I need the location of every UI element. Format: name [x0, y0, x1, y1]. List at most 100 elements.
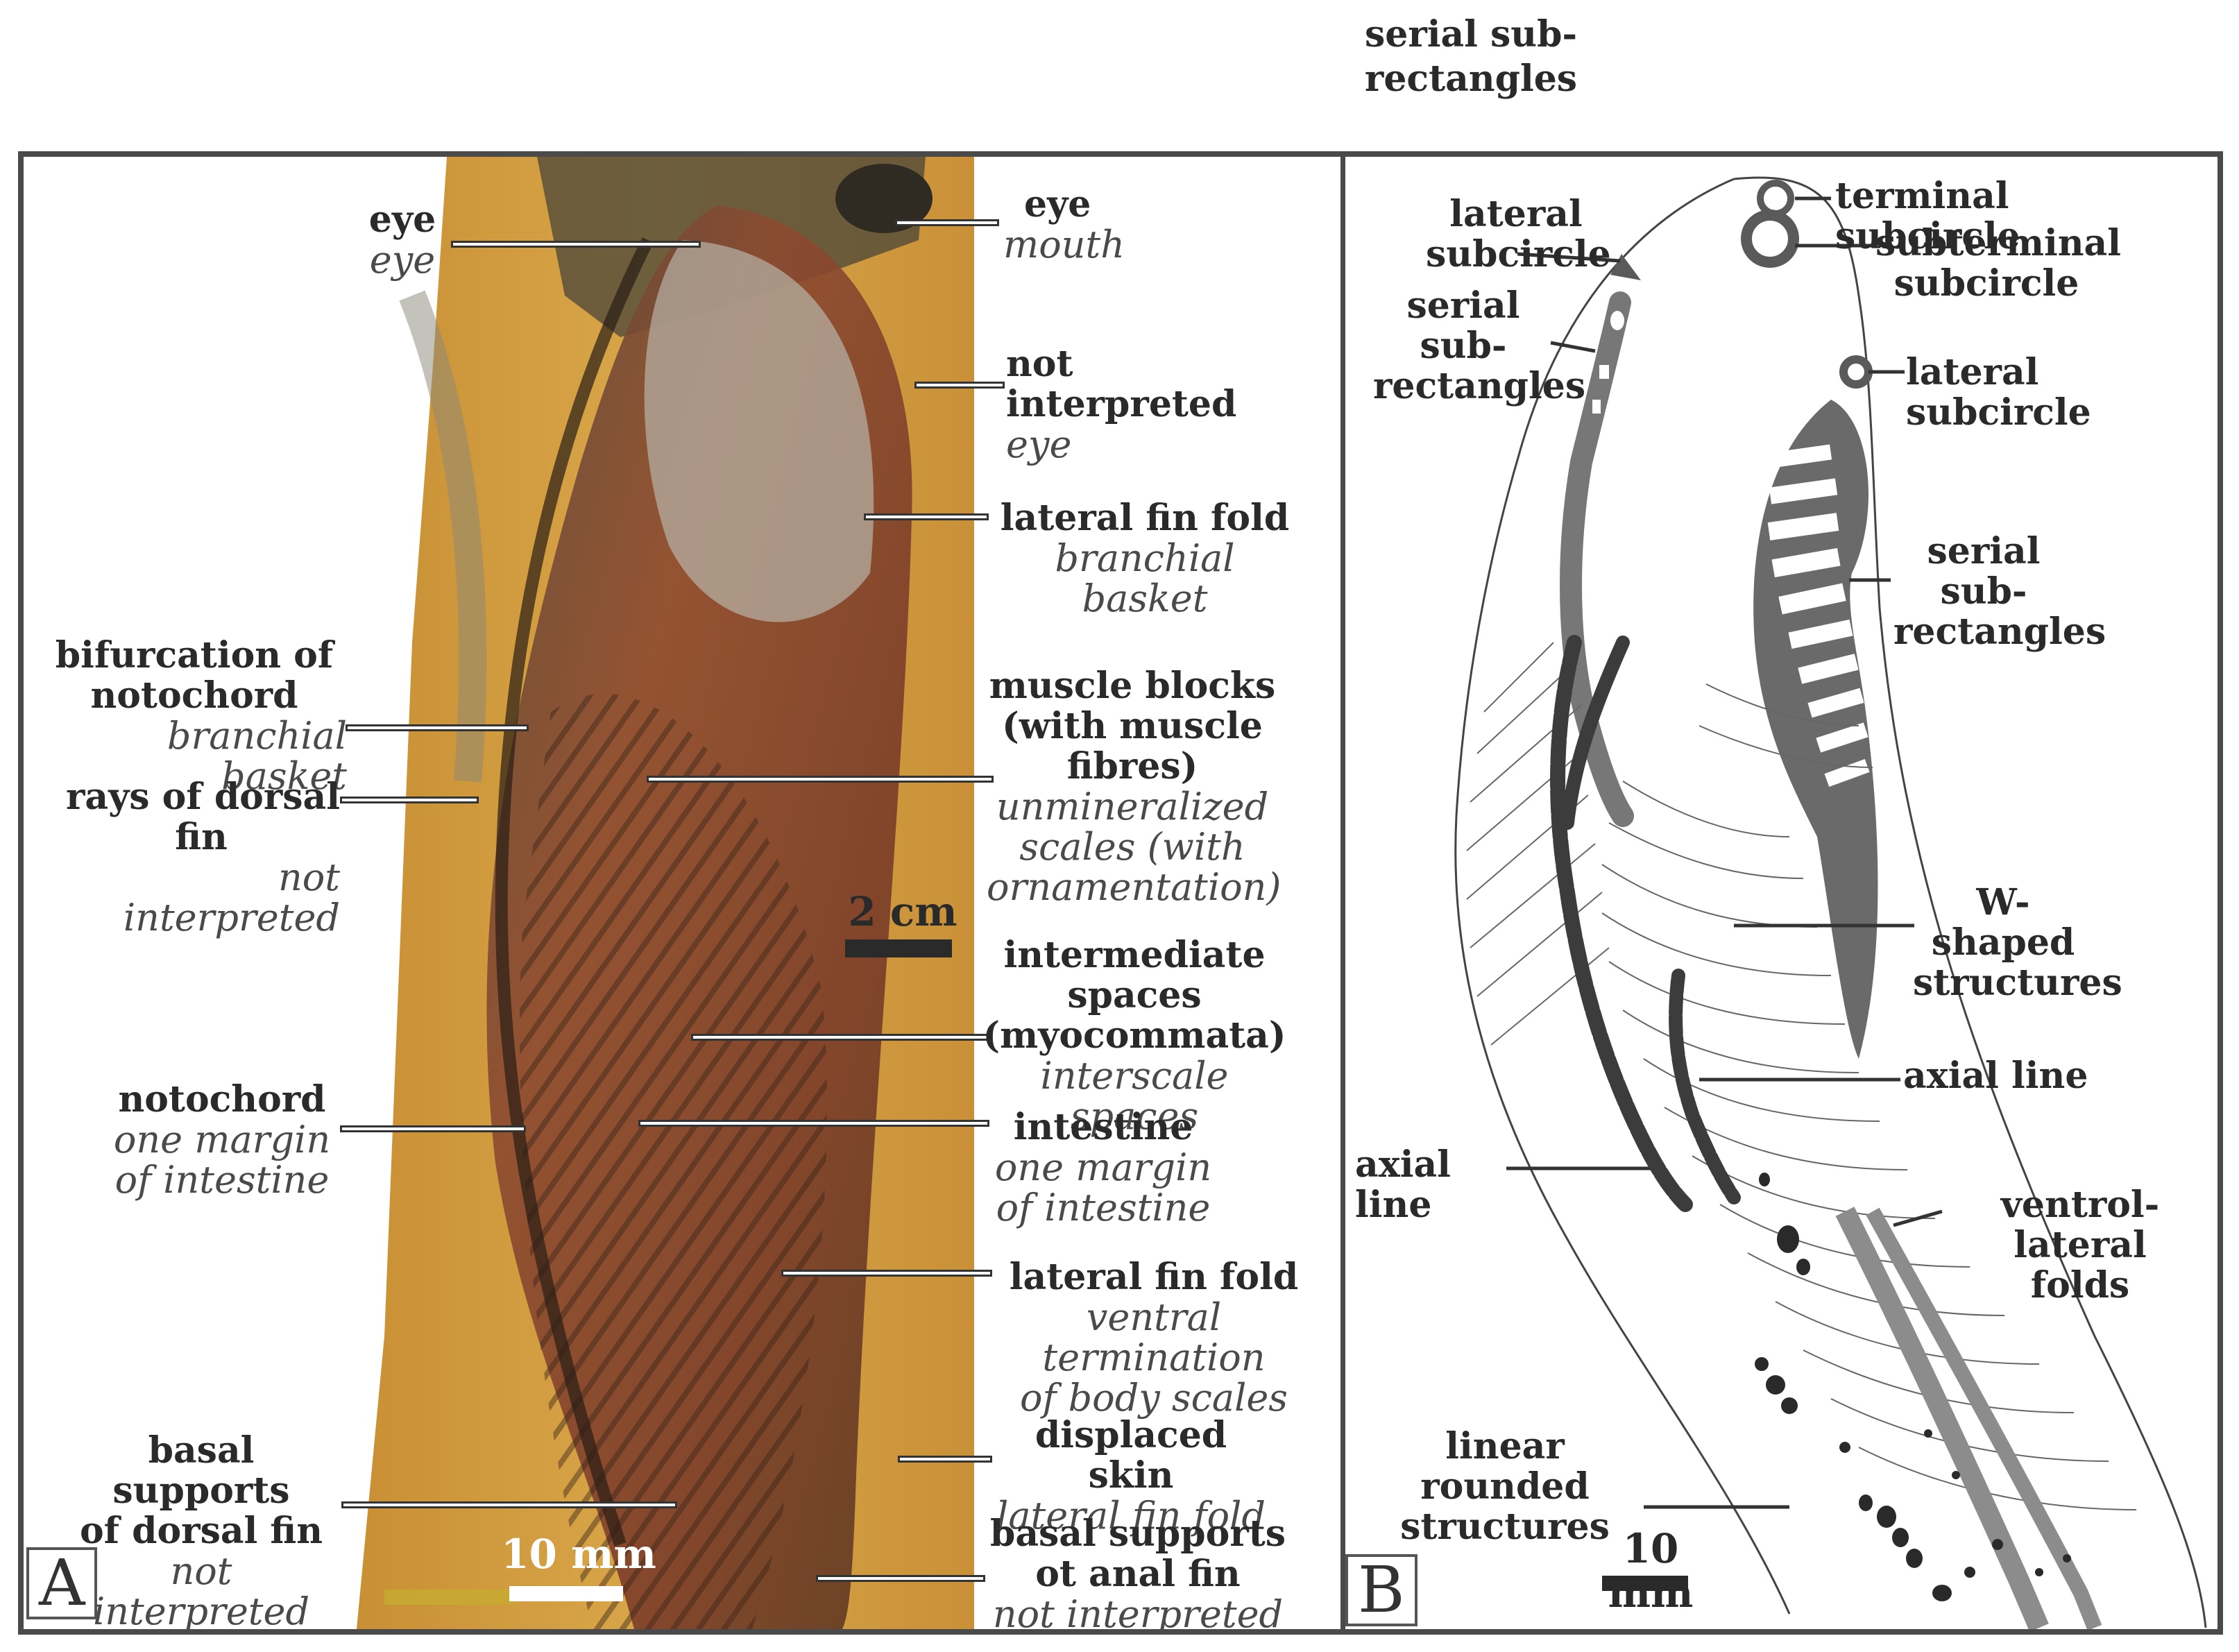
- label-lateral-fin-fold-bottom-italic-1: ventral termination: [1042, 1295, 1266, 1379]
- scale-bar-10mm-label: 10 mm: [501, 1531, 656, 1578]
- label-bifurcation: bifurcation of notochord branchial baske…: [42, 636, 347, 797]
- leader-eye-right: [895, 219, 999, 226]
- label-intestine-bold: intestine: [1013, 1106, 1193, 1148]
- label-displaced-skin-bold: displaced skin: [1035, 1414, 1227, 1497]
- label-linear-rounded-1: linear rounded: [1420, 1425, 1590, 1508]
- label-rays-dorsal-fin-bold-1: rays of dorsal: [65, 776, 340, 818]
- label-lateral-left-2: subcircle: [1426, 233, 1611, 275]
- panel-letter-a: A: [26, 1547, 98, 1619]
- label-basal-anal-bold-1: basal supports: [989, 1513, 1286, 1555]
- label-lateral-fin-fold-bottom-bold: lateral fin fold: [1009, 1256, 1299, 1298]
- panel-divider: [1340, 151, 1345, 1635]
- leader-intestine: [638, 1120, 989, 1127]
- lateral-subcircle-left: [1610, 254, 1641, 280]
- figure-frame: [18, 151, 2223, 1635]
- label-lateral-fin-fold-top-italic-1: branchial: [1055, 536, 1235, 580]
- label-eye-left: eye eye: [354, 200, 451, 280]
- label-bifurcation-bold-2: notochord: [90, 674, 298, 717]
- label-not-interpreted-italic: eye: [1006, 423, 1072, 466]
- label-eye-right-bold: eye: [1024, 183, 1091, 225]
- label-bifurcation-bold-1: bifurcation of: [55, 634, 334, 676]
- serial-subrect-left-hole-3: [1592, 400, 1601, 414]
- top-caption-line-1: serial sub-: [1364, 13, 1578, 56]
- label-muscle-blocks-bold-3: fibres): [1066, 745, 1198, 787]
- label-not-interpreted-bold: not interpreted: [1006, 343, 1237, 425]
- label-not-interpreted: not interpreted eye: [1006, 344, 1284, 465]
- label-lateral-left-1: lateral: [1449, 193, 1583, 235]
- label-muscle-blocks-italic-3: ornamentation): [987, 865, 1282, 909]
- label-basal-dorsal-bold-2: of dorsal fin: [79, 1510, 323, 1552]
- label-muscle-blocks: muscle blocks (with muscle fibres) unmin…: [987, 665, 1282, 909]
- body-outline-ventral: [1733, 176, 2207, 1628]
- ventro-lateral-fold-2: [1866, 1207, 2102, 1629]
- label-w-shaped: W-shaped structures: [1913, 881, 2122, 1004]
- scale-bar-10mm: [509, 1586, 623, 1601]
- axial-line-right: [1669, 969, 1741, 1204]
- label-intermediate-bold-2: spaces: [1067, 974, 1202, 1016]
- leader-lateral-fin-fold-top: [864, 513, 989, 520]
- label-serial-left-2: rectangles: [1373, 365, 1586, 407]
- label-basal-dorsal-bold-1: basal supports: [112, 1429, 290, 1512]
- label-basal-dorsal: basal supports of dorsal fin not interpr…: [62, 1431, 340, 1632]
- panel-letter-b: B: [1345, 1554, 1418, 1626]
- label-eye-right: eye mouth: [1003, 185, 1211, 265]
- top-caption-line-2: rectangles: [1364, 58, 1578, 100]
- ventro-lateral-fold-1: [1835, 1207, 2049, 1629]
- label-axial-line-left: axial line: [1355, 1143, 1451, 1226]
- leader-notochord: [340, 1125, 526, 1132]
- leader-displaced-skin: [898, 1456, 992, 1463]
- panel-b: terminal subcircle subterminal subcircle…: [1345, 157, 2217, 1629]
- label-lateral-fin-fold-top-italic-2: basket: [1082, 577, 1208, 620]
- label-muscle-blocks-bold-2: (with muscle: [1002, 705, 1263, 747]
- label-intestine: intestine one margin of intestine: [985, 1107, 1221, 1228]
- label-basal-dorsal-italic: not interpreted: [92, 1549, 310, 1633]
- serial-subrect-left-hole-2: [1599, 365, 1609, 379]
- linear-rounded-structures: [1755, 1173, 2071, 1601]
- axial-branch: [1560, 636, 1630, 830]
- label-intermediate-italic: interscale spaces: [1040, 1054, 1229, 1138]
- label-lateral-fin-fold-bottom: lateral fin fold ventral termination of …: [984, 1257, 1324, 1418]
- lateral-subcircle-right: [1839, 355, 1873, 389]
- label-linear-rounded: linear rounded structures: [1373, 1427, 1637, 1547]
- leader-muscle-blocks: [647, 776, 994, 783]
- label-serial-left-1: serial sub-: [1406, 284, 1520, 367]
- leader-basal-anal: [816, 1575, 985, 1582]
- scale-bar-2cm-label: 2 cm: [848, 888, 957, 935]
- leader-not-interpreted: [914, 382, 1005, 389]
- label-axial-line-right: axial line: [1903, 1055, 2088, 1097]
- label-serial-subrect-right: serial sub- rectangles: [1893, 531, 2106, 652]
- serial-subrect-left-hole-1: [1610, 311, 1624, 330]
- label-lateral-fin-fold-bottom-italic-2: of body scales: [1019, 1376, 1288, 1420]
- label-eye-right-italic: mouth: [1003, 223, 1125, 266]
- fossil-photo: [357, 157, 974, 1629]
- panel-b-leaders: [1506, 196, 1943, 1509]
- label-ventro-lateral-2: folds: [2030, 1264, 2130, 1306]
- label-notochord-bold: notochord: [118, 1078, 326, 1121]
- label-displaced-skin-italic: lateral fin fold: [996, 1494, 1266, 1538]
- label-notochord-italic-2: of intestine: [114, 1158, 330, 1202]
- serial-subrect-right-holes: [1767, 444, 1870, 787]
- label-intermediate-bold-1: intermediate: [1003, 934, 1266, 976]
- subterminal-subcircle: [1741, 210, 1799, 268]
- label-muscle-blocks-italic-1: unmineralized: [996, 785, 1269, 828]
- label-rays-dorsal-fin-bold-2: fin: [175, 816, 228, 858]
- label-notochord: notochord one margin of intestine: [104, 1080, 340, 1200]
- interpretive-drawing: [1454, 176, 2207, 1629]
- terminal-subcircle: [1757, 180, 1794, 217]
- label-w-shaped-2: structures: [1913, 962, 2122, 1004]
- label-intestine-italic-2: of intestine: [996, 1186, 1211, 1229]
- label-ventro-lateral: ventrol-lateral folds: [1946, 1185, 2214, 1306]
- label-subterminal-2: subcircle: [1893, 262, 2079, 305]
- label-rays-dorsal-fin-italic: not interpreted: [123, 855, 340, 939]
- axial-line-left: [1550, 635, 1693, 1212]
- label-w-shaped-1: W-shaped: [1931, 881, 2075, 964]
- label-muscle-blocks-italic-2: scales (with: [1019, 825, 1245, 869]
- label-muscle-blocks-bold-1: muscle blocks: [989, 665, 1276, 707]
- scale-bar-2cm: [845, 939, 952, 957]
- label-intestine-italic-1: one margin: [994, 1146, 1212, 1189]
- label-basal-anal-italic: not interpreted: [992, 1594, 1284, 1632]
- label-linear-rounded-2: structures: [1400, 1506, 1610, 1548]
- label-eye-left-bold: eye: [368, 198, 436, 241]
- panel-a: 2 cm 10 mm A: [24, 157, 1340, 1629]
- label-ventro-lateral-1: ventrol-lateral: [2000, 1184, 2160, 1266]
